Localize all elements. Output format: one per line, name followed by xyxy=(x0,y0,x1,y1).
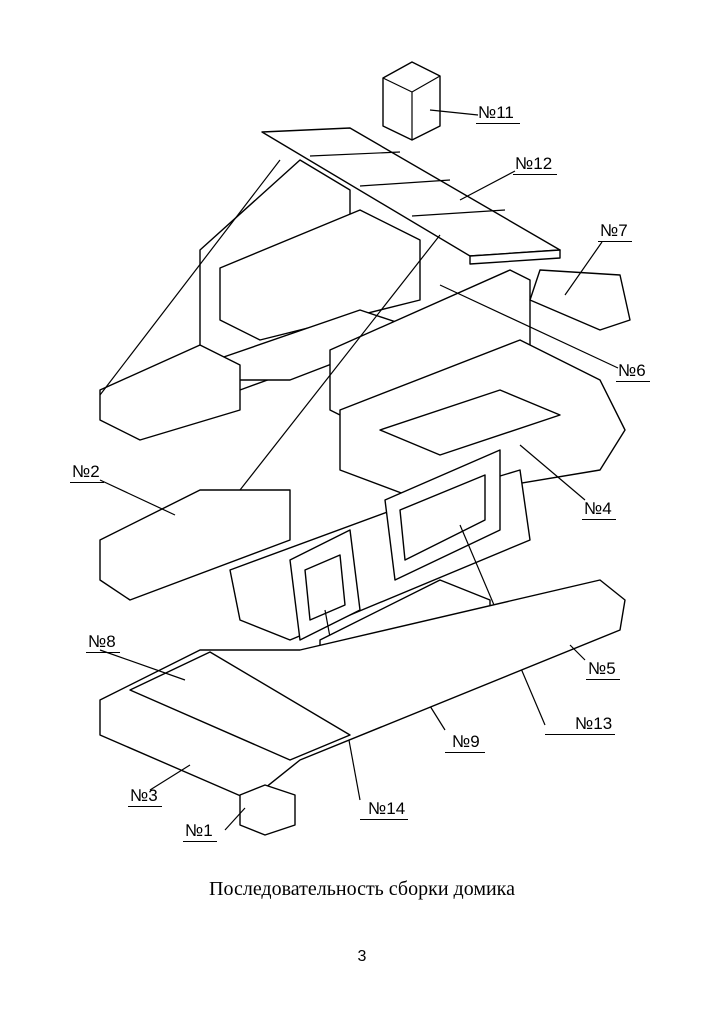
part-12-roof-panels xyxy=(261,127,561,265)
label-underline-2 xyxy=(70,482,104,483)
label-part-8: №8 xyxy=(88,632,116,651)
part-6-gable-frame xyxy=(99,159,619,491)
figure-caption: Последовательность сборки домика xyxy=(209,878,515,900)
label-underline-9 xyxy=(445,752,485,753)
part-1-corner-block xyxy=(224,784,296,836)
label-part-1: №1 xyxy=(185,821,213,840)
label-underline-8 xyxy=(86,652,120,653)
exploded-house-assembly-diagram xyxy=(99,61,631,836)
label-underline-3 xyxy=(128,806,162,807)
label-underline-13 xyxy=(545,734,615,735)
part-11-chimney-cap xyxy=(382,61,479,141)
label-underline-1 xyxy=(183,841,217,842)
label-part-7: №7 xyxy=(600,221,628,240)
label-part-13: №13 xyxy=(575,714,613,733)
label-part-5: №5 xyxy=(588,659,616,678)
label-underline-4 xyxy=(582,519,616,520)
label-part-3: №3 xyxy=(130,786,158,805)
label-part-12: №12 xyxy=(515,154,553,173)
page-number: 3 xyxy=(357,948,367,965)
label-part-11: №11 xyxy=(478,103,514,122)
label-underline-12 xyxy=(513,174,557,175)
label-underline-5 xyxy=(586,679,620,680)
label-part-9: №9 xyxy=(452,732,480,751)
label-underline-6 xyxy=(616,381,650,382)
label-underline-7 xyxy=(598,241,632,242)
label-part-14: №14 xyxy=(368,799,406,818)
label-part-6: №6 xyxy=(618,361,646,380)
label-part-2: №2 xyxy=(72,462,100,481)
part-7-ridge-strip xyxy=(529,241,631,331)
label-underline-11 xyxy=(476,123,520,124)
label-part-4: №4 xyxy=(584,499,612,518)
label-underline-14 xyxy=(360,819,408,820)
part-5-8-3-base-frame xyxy=(99,579,626,801)
part-13-14-window-frames xyxy=(289,449,546,801)
part-4-middle-frame xyxy=(339,339,626,501)
